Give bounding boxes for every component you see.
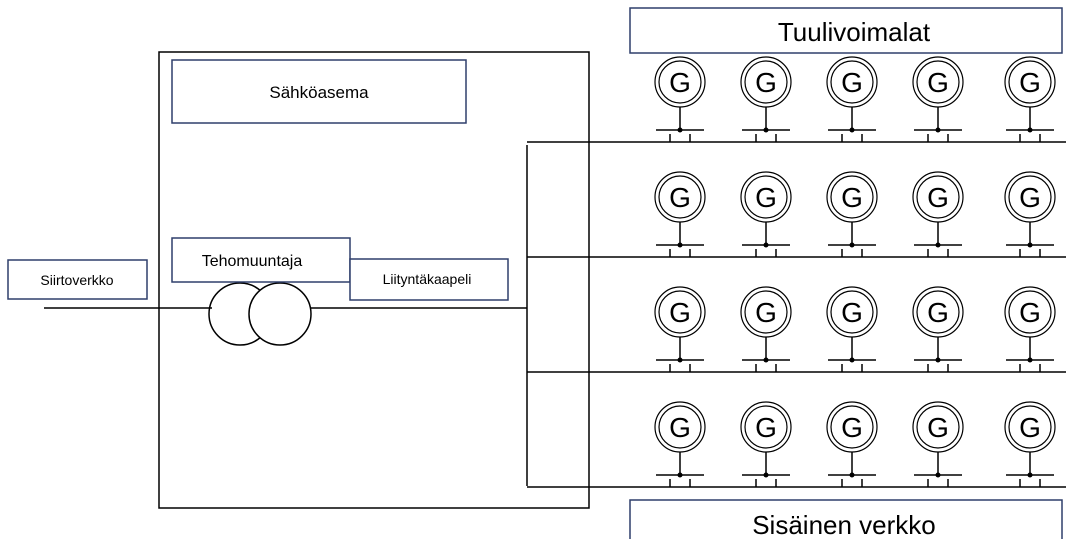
substation-label: Sähköasema [269, 83, 369, 102]
internal-network-label-box [629, 499, 1063, 539]
generator-symbol: G [841, 412, 863, 443]
generator-icon [916, 175, 960, 219]
generator-icon [744, 290, 788, 334]
generator-icon [658, 290, 702, 334]
grid-label: Siirtoverkko [40, 272, 113, 288]
junction-dot [849, 127, 855, 133]
turbine-array: G G G G G G G G G G G G G G G G G G G G [527, 56, 1066, 488]
generator-symbol: G [755, 67, 777, 98]
generator-icon [916, 60, 960, 104]
transformer-label: Tehomuuntaja [202, 253, 303, 270]
generator-icon [1008, 290, 1052, 334]
junction-dot [849, 242, 855, 248]
generator-icon [744, 175, 788, 219]
generator-icon [830, 405, 874, 449]
junction-dot [763, 127, 769, 133]
junction-dot [677, 127, 683, 133]
transformer-symbol [208, 282, 312, 346]
generator-symbol: G [755, 297, 777, 328]
generator-symbol: G [841, 182, 863, 213]
generator-symbol: G [755, 182, 777, 213]
junction-dot [677, 242, 683, 248]
generator-icon [1008, 60, 1052, 104]
generator-symbol: G [841, 67, 863, 98]
junction-dot [677, 472, 683, 478]
generator-symbol: G [669, 412, 691, 443]
junction-dot [1027, 127, 1033, 133]
generator-symbol: G [1019, 412, 1041, 443]
junction-dot [935, 472, 941, 478]
generator-symbol: G [927, 412, 949, 443]
generator-icon [1008, 405, 1052, 449]
substation-box [158, 51, 590, 509]
generator-symbol: G [755, 412, 777, 443]
generator-icon [744, 60, 788, 104]
grid-label-box [7, 259, 148, 300]
substation-label-box [171, 59, 467, 124]
junction-dot [763, 472, 769, 478]
junction-dot [935, 242, 941, 248]
internal-network-label: Sisäinen verkko [752, 510, 936, 539]
generator-symbol: G [1019, 297, 1041, 328]
junction-dot [935, 357, 941, 363]
junction-dot [1027, 242, 1033, 248]
generator-symbol: G [1019, 67, 1041, 98]
generator-icon [830, 175, 874, 219]
generator-icon [916, 405, 960, 449]
generator-symbol: G [927, 67, 949, 98]
turbines-label-box [629, 7, 1063, 54]
junction-dot [1027, 357, 1033, 363]
junction-dot [935, 127, 941, 133]
generator-icon [830, 60, 874, 104]
generator-symbol: G [927, 182, 949, 213]
junction-dot [763, 242, 769, 248]
generator-icon [658, 405, 702, 449]
generator-symbol: G [1019, 182, 1041, 213]
turbines-label: Tuulivoimalat [778, 17, 931, 47]
generator-symbol: G [669, 67, 691, 98]
transformer-label-box [171, 237, 351, 283]
junction-dot [763, 357, 769, 363]
generator-symbol: G [669, 182, 691, 213]
junction-dot [849, 472, 855, 478]
generator-icon [916, 290, 960, 334]
cable-label: Liityntäkaapeli [383, 271, 472, 287]
generator-icon [658, 175, 702, 219]
junction-dot [677, 357, 683, 363]
generator-icon [830, 290, 874, 334]
junction-dot [849, 357, 855, 363]
generator-icon [658, 60, 702, 104]
generator-icon [1008, 175, 1052, 219]
generator-icon [744, 405, 788, 449]
generator-symbol: G [841, 297, 863, 328]
generator-symbol: G [669, 297, 691, 328]
cable-label-box [349, 258, 509, 301]
generator-symbol: G [927, 297, 949, 328]
junction-dot [1027, 472, 1033, 478]
